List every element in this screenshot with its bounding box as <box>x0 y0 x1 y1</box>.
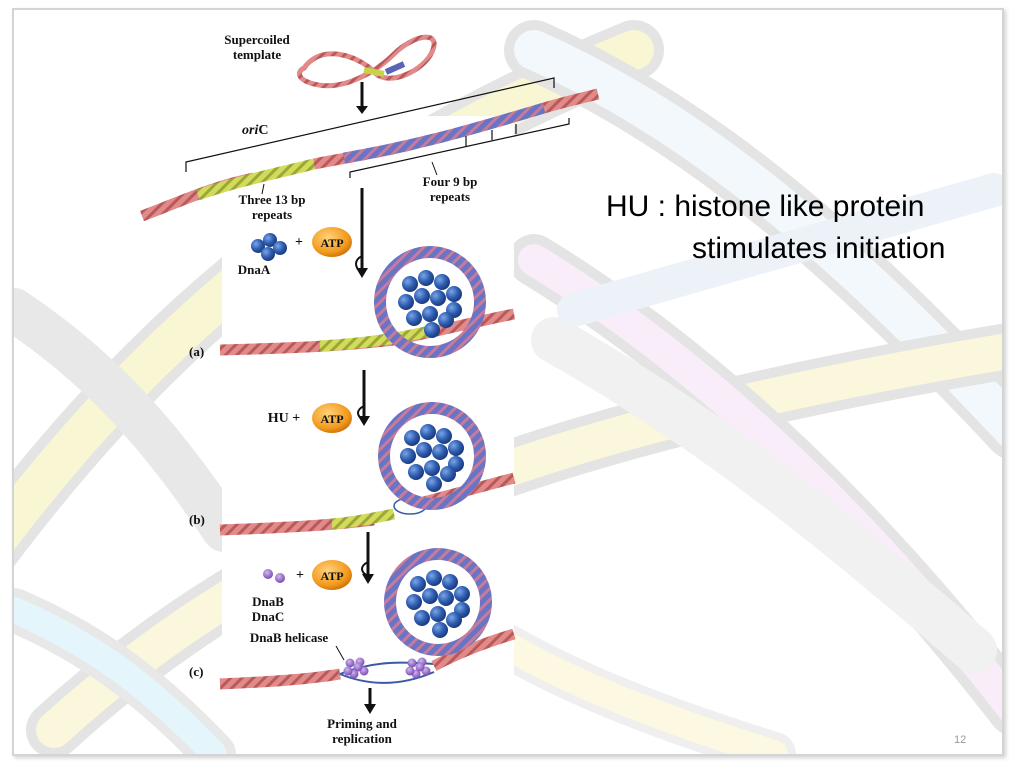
three13-pointer <box>261 183 265 195</box>
three13-label: Three 13 bp <box>239 192 306 207</box>
page-number: 12 <box>954 734 967 746</box>
dnaa-monomer <box>432 622 448 638</box>
dnaa-monomer <box>406 594 422 610</box>
dnaa-monomer <box>440 466 456 482</box>
arrow-head <box>356 106 368 114</box>
dnac-label: DnaC <box>252 609 285 624</box>
slide-title: HU : histone like protein stimulates ini… <box>606 186 1002 270</box>
atp-label-a: ATP <box>320 236 343 250</box>
four9-repeats-label: repeats <box>430 189 470 204</box>
dnaa-monomer <box>420 424 436 440</box>
dnab-helicase-label: DnaB helicase <box>250 630 329 645</box>
dnaa-monomer <box>426 476 442 492</box>
panel-b-complex <box>219 402 516 536</box>
dnaa-monomer <box>404 430 420 446</box>
dnaa-monomer <box>406 310 422 326</box>
dnaa-monomer <box>418 270 434 286</box>
panel-c-label: (c) <box>189 664 203 679</box>
dnab-helicase-subunit <box>407 658 417 668</box>
dnaa-monomer <box>424 322 440 338</box>
dnaa-monomer <box>442 574 458 590</box>
panel-a-complex <box>219 246 516 358</box>
slide-frame: Supercoiled template oriC Four 9 bp repe… <box>12 8 1004 756</box>
dnaa-monomer <box>438 312 454 328</box>
dnaa-monomer <box>408 464 424 480</box>
atp-b <box>312 403 352 433</box>
supercoiled-dna <box>296 34 437 89</box>
hu-plus-label: HU + <box>268 411 301 426</box>
replication-initiation-figure: Supercoiled template oriC Four 9 bp repe… <box>140 32 600 746</box>
four9-pointer <box>431 161 438 176</box>
dnaa-monomer <box>422 588 438 604</box>
dnab-helicase-subunit <box>343 666 353 676</box>
dnaa-monomer <box>430 290 446 306</box>
supercoiled-label: Supercoiled <box>224 32 290 47</box>
dnaa-monomer <box>448 440 464 456</box>
title-line-2: stimulates initiation <box>692 232 946 265</box>
dnaa-monomer <box>414 610 430 626</box>
dnaa-monomer <box>426 570 442 586</box>
atp-label-c: ATP <box>320 569 343 583</box>
atp-label-b: ATP <box>320 412 343 426</box>
dnaa-monomer <box>424 460 440 476</box>
dnaa-monomer <box>430 606 446 622</box>
dnab-helicase-subunit <box>345 658 355 668</box>
panel-b-label: (b) <box>189 512 205 527</box>
dnaa-protein <box>251 233 287 261</box>
dnaa-monomer <box>446 612 462 628</box>
dnab-label: DnaB <box>252 594 284 609</box>
dnaa-monomer <box>410 576 426 592</box>
dnaa-monomer <box>446 286 462 302</box>
helicase-pointer <box>335 645 345 661</box>
four9-ticks <box>465 124 517 146</box>
priming-label: Priming and <box>327 716 397 731</box>
dnaa-monomer <box>402 276 418 292</box>
three13-repeats-label: repeats <box>252 207 292 222</box>
panel-a-label: (a) <box>189 344 204 359</box>
dnaa-monomer <box>400 448 416 464</box>
dnab-helicase-subunit <box>353 662 363 672</box>
template-label: template <box>233 47 282 62</box>
atp-c <box>312 560 352 590</box>
plus-sign-c: + <box>296 568 304 583</box>
plus-sign-a: + <box>295 235 303 250</box>
dnaa-monomer <box>422 306 438 322</box>
dnaa-monomer <box>434 274 450 290</box>
oric-dna <box>140 88 600 222</box>
dnaa-monomer <box>454 586 470 602</box>
oric-bracket <box>185 77 555 172</box>
four9-label: Four 9 bp <box>423 174 478 189</box>
replication-label: replication <box>332 731 392 746</box>
dnab-helicase-subunit <box>405 666 415 676</box>
dnaa-monomer <box>438 590 454 606</box>
dnaa-monomer <box>432 444 448 460</box>
panel-c-complex <box>219 548 516 690</box>
dnaa-monomer <box>436 428 452 444</box>
dnaa-label: DnaA <box>238 262 271 277</box>
title-line-1: HU : histone like protein <box>606 190 925 223</box>
oric-label: oriC <box>242 123 268 138</box>
dnaa-monomer <box>416 442 432 458</box>
dnaa-monomer <box>398 294 414 310</box>
atp-a <box>312 227 352 257</box>
dnab-helicase-subunit <box>415 662 425 672</box>
dnab-protein <box>263 569 285 583</box>
four9-bracket <box>349 118 570 178</box>
dnaa-monomer <box>414 288 430 304</box>
